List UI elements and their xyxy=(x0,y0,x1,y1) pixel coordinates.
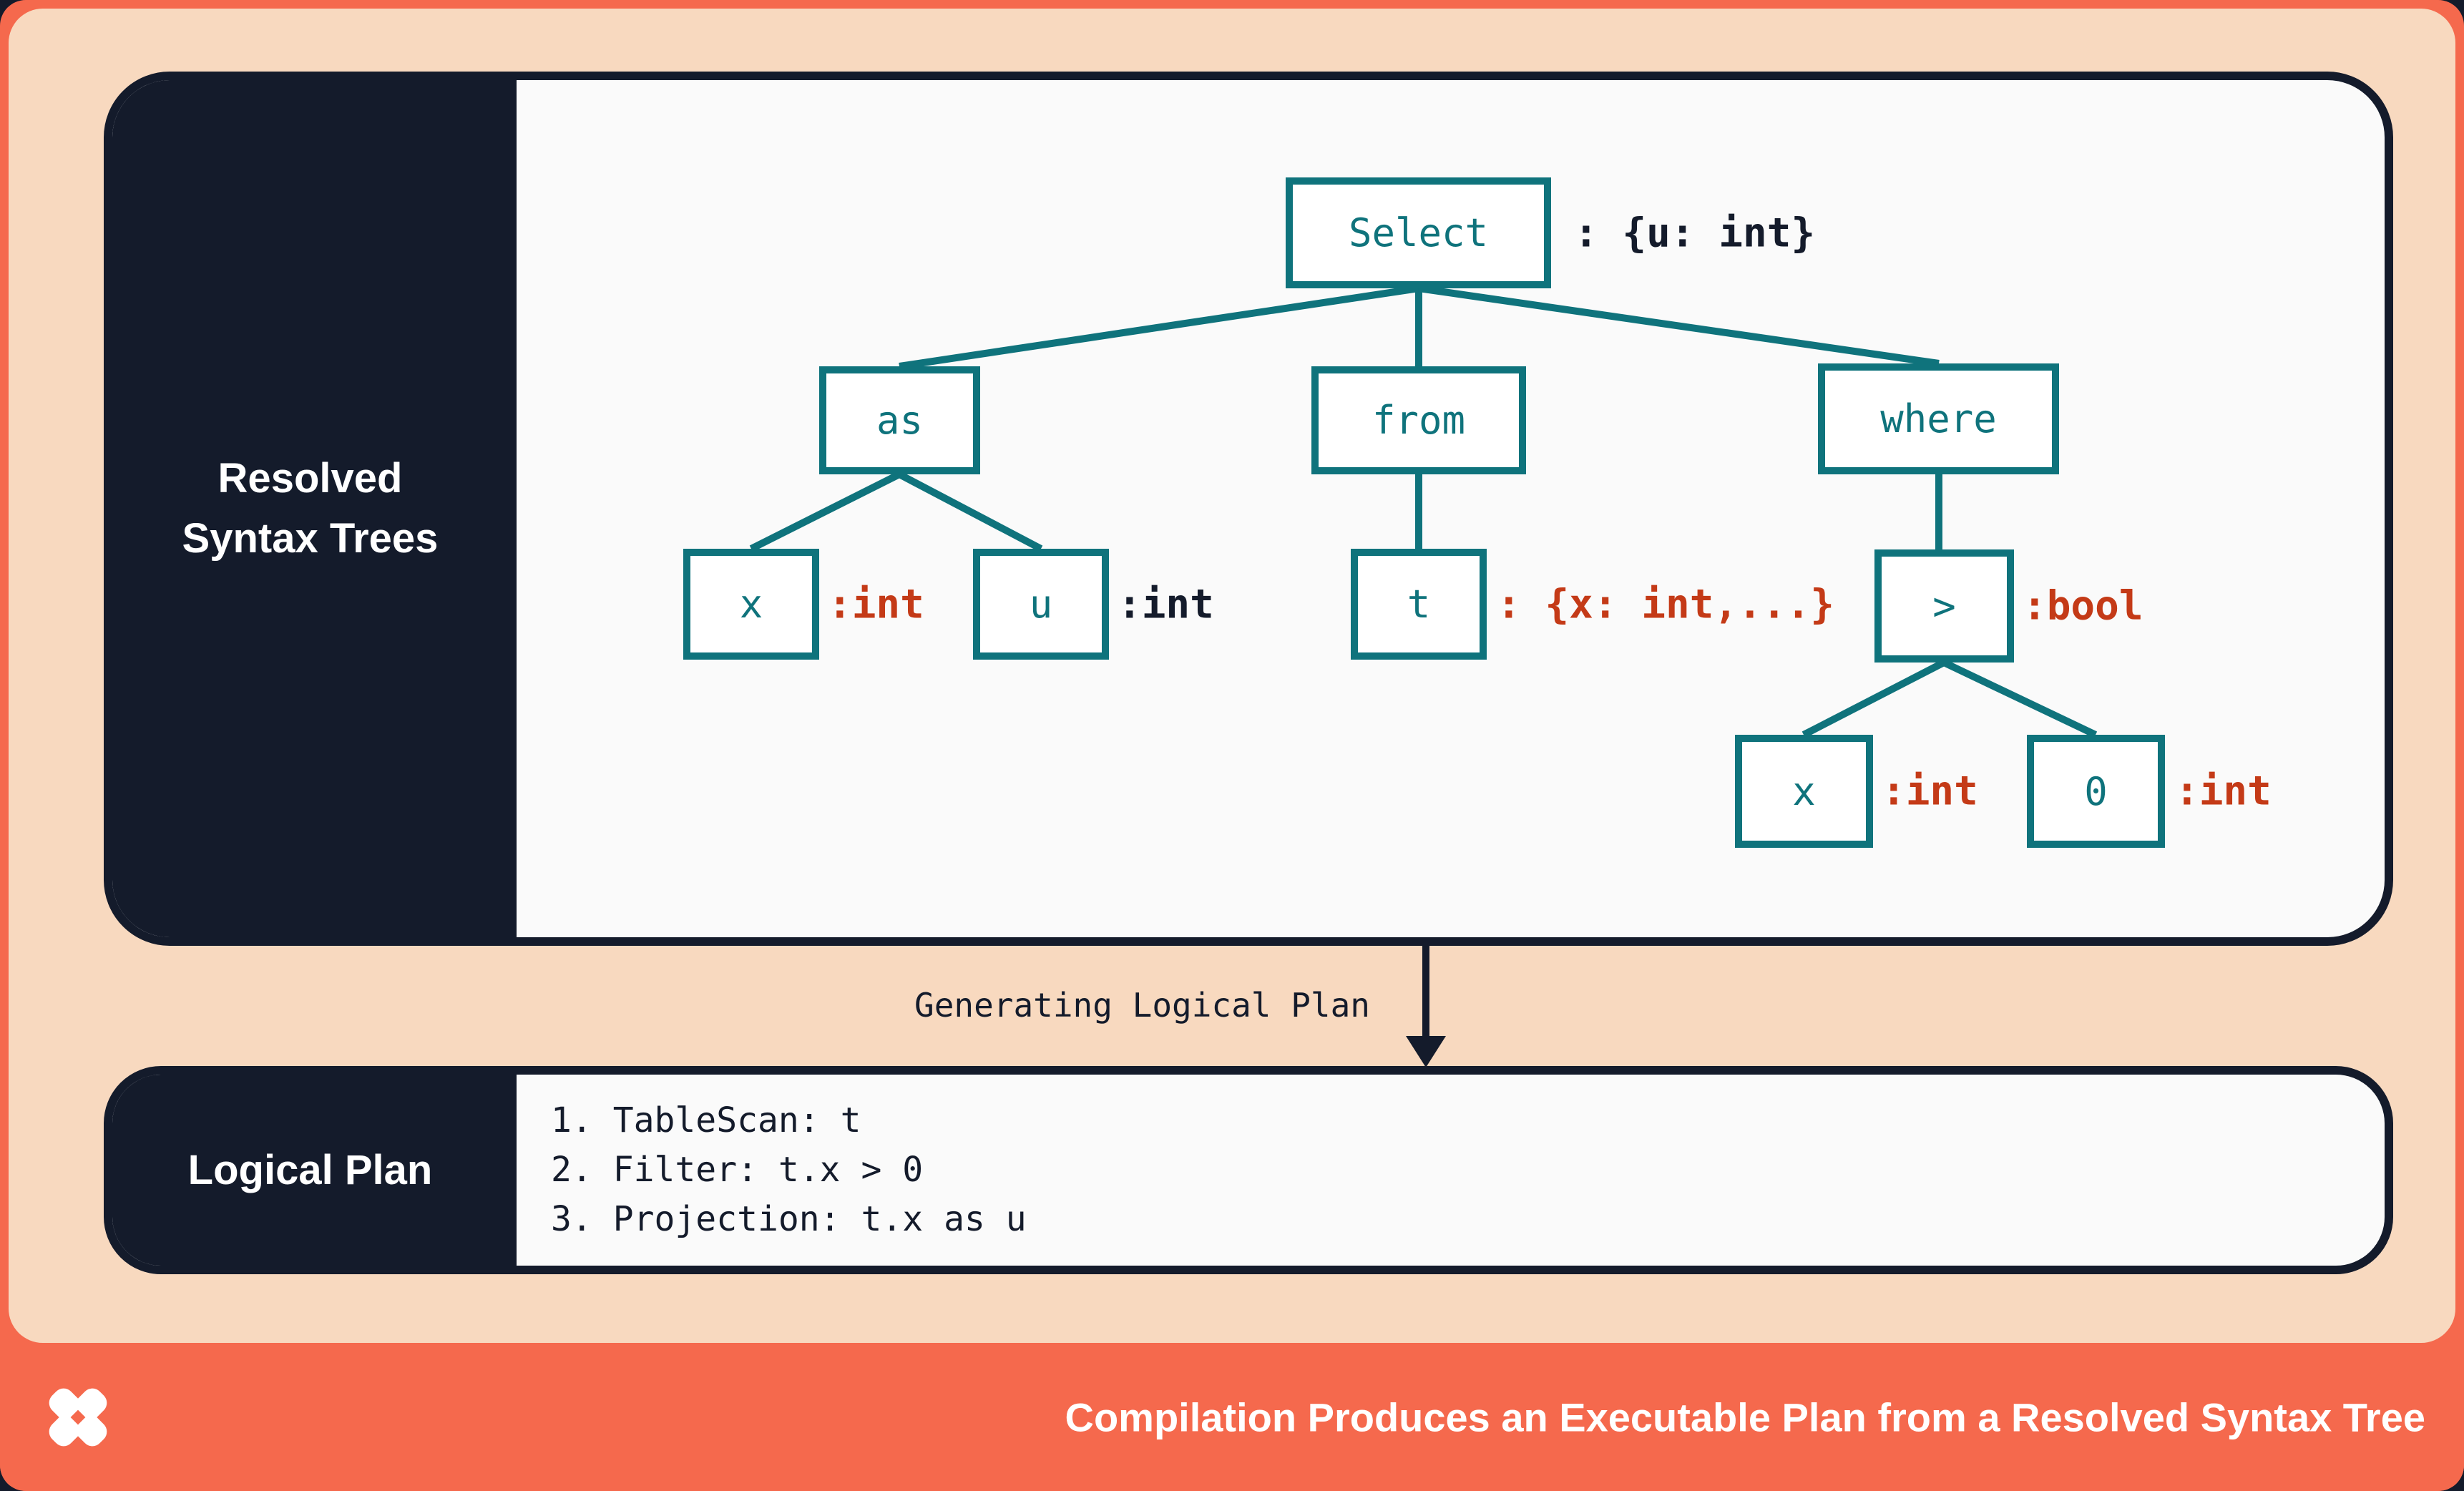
logical-plan-step: 1. TableScan: t xyxy=(551,1100,861,1140)
logical-plan-panel: Logical Plan 1. TableScan: t 2. Filter: … xyxy=(104,1066,2393,1274)
tree-annotation-select: : {u: int} xyxy=(1574,210,1816,257)
tree-node-zero: 0 xyxy=(2027,735,2165,848)
tree-node-from: from xyxy=(1311,366,1526,474)
syntax-tree: Select : {u: int} as from where x :int u… xyxy=(112,80,2385,937)
tree-node-x-pred: x xyxy=(1735,735,1873,848)
tree-node-u: u xyxy=(973,549,1109,660)
logical-plan-steps: 1. TableScan: t 2. Filter: t.x > 0 3. Pr… xyxy=(551,1075,1027,1266)
footer-bar: Compilation Produces an Executable Plan … xyxy=(0,1343,2464,1491)
resolved-syntax-trees-panel: Resolved Syntax Trees xyxy=(104,72,2393,946)
logical-plan-step: 2. Filter: t.x > 0 xyxy=(551,1150,924,1190)
resolved-panel-sidebar-label: Resolved Syntax Trees xyxy=(182,455,439,562)
tree-annotation-t: : {x: int,...} xyxy=(1497,581,1835,628)
logical-plan-step: 3. Projection: t.x as u xyxy=(551,1199,1027,1239)
footer-title: Compilation Produces an Executable Plan … xyxy=(1065,1394,2425,1439)
resolved-panel-sidebar: Resolved Syntax Trees xyxy=(112,80,517,937)
tree-annotation-x-pred: :int xyxy=(1882,768,1978,815)
tree-annotation-zero: :int xyxy=(2175,768,2272,815)
tree-node-as: as xyxy=(819,366,980,474)
logical-panel-sidebar: Logical Plan xyxy=(112,1075,517,1266)
tree-annotation-u: :int xyxy=(1118,581,1214,628)
tree-edges xyxy=(749,285,2098,738)
transition-label: Generating Logical Plan xyxy=(914,986,1370,1025)
tree-node-where: where xyxy=(1818,363,2059,474)
tree-annotation-x-alias: :int xyxy=(828,581,924,628)
tree-node-x-alias: x xyxy=(683,549,819,660)
tree-node-select: Select xyxy=(1286,177,1551,288)
tree-node-t: t xyxy=(1351,549,1487,660)
logical-panel-sidebar-label: Logical Plan xyxy=(187,1146,433,1193)
down-arrow-icon xyxy=(1406,946,1446,1067)
tree-node-gt: > xyxy=(1874,549,2014,663)
tree-annotation-gt: :bool xyxy=(2023,582,2143,630)
pinwheel-logo-icon xyxy=(49,1388,107,1447)
